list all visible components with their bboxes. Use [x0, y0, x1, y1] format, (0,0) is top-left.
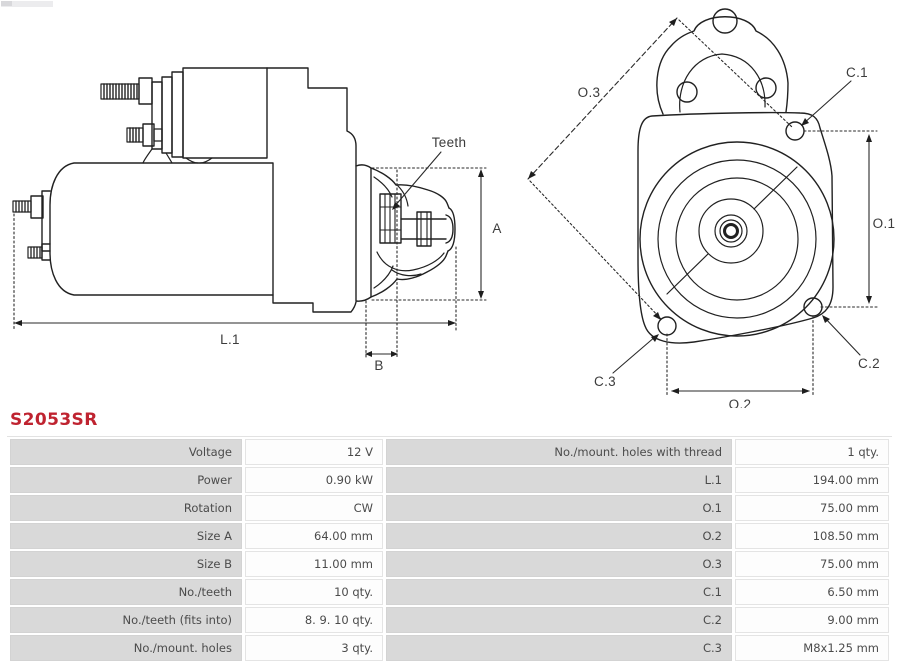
- spec-label: Rotation: [10, 495, 242, 521]
- dim-label-b: B: [374, 358, 383, 373]
- spec-value: 11.00 mm: [245, 551, 383, 577]
- rear-terminal: [12, 190, 51, 261]
- spec-value: 8. 9. 10 qty.: [245, 607, 383, 633]
- front-dimension-labels: O.3 C.1 O.1 C.2 C.3 O.2: [578, 65, 896, 408]
- mounting-flange: [355, 164, 372, 302]
- spec-value: CW: [245, 495, 383, 521]
- dim-label-a: A: [492, 221, 501, 236]
- front-gable: [656, 8, 789, 115]
- spec-table: Voltage 12 V No./mount. holes with threa…: [7, 436, 892, 663]
- dim-label-c2: C.2: [858, 356, 880, 371]
- spec-label: O.1: [386, 495, 732, 521]
- spec-label: Voltage: [10, 439, 242, 465]
- front-dimension-arrows: [528, 18, 872, 394]
- spec-row: No./mount. holes 3 qty. C.3 M8x1.25 mm: [10, 635, 889, 661]
- drive-housing: [266, 67, 357, 313]
- pinion-gear: [379, 193, 454, 247]
- spec-label: No./mount. holes: [10, 635, 242, 661]
- hole-c1: [785, 121, 805, 141]
- dim-label-l1: L.1: [220, 332, 240, 347]
- spec-label: C.2: [386, 607, 732, 633]
- dim-label-teeth: Teeth: [432, 135, 467, 150]
- mid-hole-right: [755, 77, 777, 99]
- front-body-circles: [639, 141, 835, 337]
- spec-row: Voltage 12 V No./mount. holes with threa…: [10, 439, 889, 465]
- shaft-hub: [714, 214, 748, 248]
- solenoid: [100, 67, 268, 164]
- front-view-drawing: O.3 C.1 O.1 C.2 C.3 O.2: [527, 8, 896, 408]
- spec-row: Power 0.90 kW L.1 194.00 mm: [10, 467, 889, 493]
- spec-value: 10 qty.: [245, 579, 383, 605]
- spec-label: No./teeth (fits into): [10, 607, 242, 633]
- spec-label: Size B: [10, 551, 242, 577]
- technical-drawings: Teeth A L.1 B: [1, 1, 896, 408]
- dim-label-c1: C.1: [846, 65, 868, 80]
- spec-row: Size B 11.00 mm O.3 75.00 mm: [10, 551, 889, 577]
- mid-hole-left: [676, 81, 698, 103]
- dim-label-o3: O.3: [578, 85, 601, 100]
- side-view-drawing: Teeth A L.1 B: [12, 67, 501, 373]
- dim-label-o1: O.1: [873, 216, 896, 231]
- spec-label: L.1: [386, 467, 732, 493]
- dim-label-c3: C.3: [594, 374, 616, 389]
- corner-artifact: [1, 1, 53, 7]
- spec-row: Rotation CW O.1 75.00 mm: [10, 495, 889, 521]
- spec-value: 3 qty.: [245, 635, 383, 661]
- spec-value: M8x1.25 mm: [735, 635, 889, 661]
- spec-value: 75.00 mm: [735, 495, 889, 521]
- spec-label: O.3: [386, 551, 732, 577]
- spec-label: No./teeth: [10, 579, 242, 605]
- spec-label: Size A: [10, 523, 242, 549]
- nose-housing: [370, 167, 456, 298]
- side-dimension-lines: [13, 151, 487, 359]
- spec-value: 12 V: [245, 439, 383, 465]
- spec-value: 75.00 mm: [735, 551, 889, 577]
- spec-value: 64.00 mm: [245, 523, 383, 549]
- spec-label: No./mount. holes with thread: [386, 439, 732, 465]
- spec-label: O.2: [386, 523, 732, 549]
- spec-value: 194.00 mm: [735, 467, 889, 493]
- dim-label-o2: O.2: [729, 397, 752, 408]
- starter-motor-diagram: Teeth A L.1 B: [1, 1, 896, 408]
- side-dimension-labels: Teeth A L.1 B: [220, 135, 501, 373]
- spec-row: Size A 64.00 mm O.2 108.50 mm: [10, 523, 889, 549]
- front-dimension-lines: [527, 17, 878, 398]
- spec-value: 1 qty.: [735, 439, 889, 465]
- spec-value: 9.00 mm: [735, 607, 889, 633]
- spec-row: No./teeth (fits into) 8. 9. 10 qty. C.2 …: [10, 607, 889, 633]
- spec-value: 0.90 kW: [245, 467, 383, 493]
- side-dimension-arrows: [14, 169, 484, 357]
- spec-row: No./teeth 10 qty. C.1 6.50 mm: [10, 579, 889, 605]
- spec-label: C.3: [386, 635, 732, 661]
- spec-label: C.1: [386, 579, 732, 605]
- part-number: S2053SR: [10, 410, 98, 430]
- spec-value: 108.50 mm: [735, 523, 889, 549]
- spec-label: Power: [10, 467, 242, 493]
- top-hole: [712, 8, 738, 34]
- spec-value: 6.50 mm: [735, 579, 889, 605]
- motor-body: [49, 162, 274, 296]
